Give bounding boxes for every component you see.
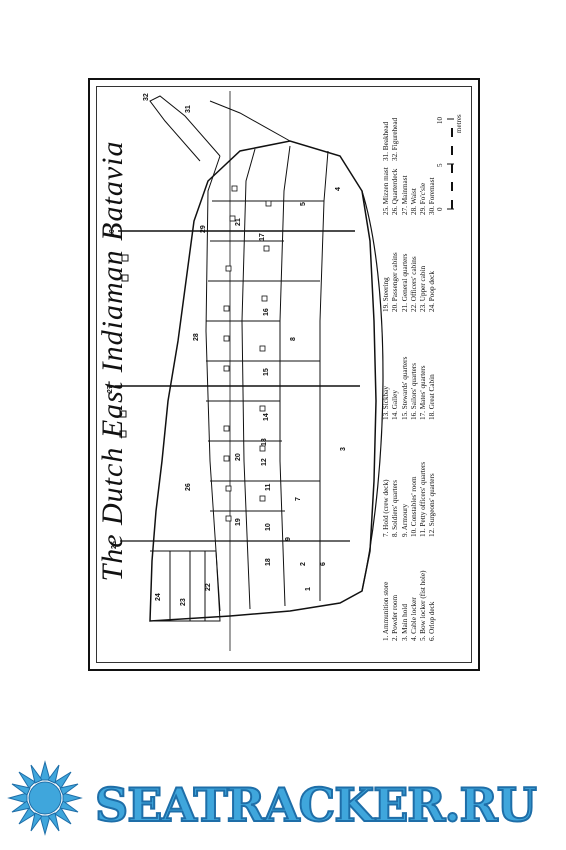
legend-item: 2. Powder room xyxy=(391,594,400,641)
svg-text:21: 21 xyxy=(235,218,242,226)
legend-item: 17. Mates' quarters xyxy=(419,365,428,420)
legend-item: 28. Waist xyxy=(409,188,418,215)
legend-item: 24. Poop deck xyxy=(428,271,437,312)
svg-text:16: 16 xyxy=(263,308,270,316)
svg-text:27: 27 xyxy=(107,385,114,393)
gun-deck xyxy=(241,148,256,610)
stern-castle xyxy=(150,550,221,622)
hull-outline xyxy=(149,140,377,622)
svg-text:31: 31 xyxy=(185,105,192,113)
sun-icon xyxy=(7,760,83,836)
orlop-deck xyxy=(319,150,329,601)
svg-text:22: 22 xyxy=(205,583,212,591)
svg-text:20: 20 xyxy=(235,453,242,461)
logo-text: SEATRACKER.RU xyxy=(94,777,538,833)
scale-unit: metres xyxy=(455,114,463,133)
legend-item: 31. Beakhead xyxy=(382,121,390,161)
svg-text:23: 23 xyxy=(180,598,187,606)
svg-text:3: 3 xyxy=(340,447,347,451)
scale-zero: 0 xyxy=(436,207,444,212)
svg-text:12: 12 xyxy=(261,458,268,466)
legend-item: 19. Steering xyxy=(382,277,390,312)
legend-item: 16. Sailors' quarters xyxy=(409,363,418,420)
legend-item: 23. Upper cabin xyxy=(419,265,428,312)
plate-inner-border xyxy=(96,86,472,663)
legend-item: 27. Mainmast xyxy=(400,175,409,215)
upper-deck xyxy=(205,155,221,612)
svg-text:17: 17 xyxy=(259,233,266,241)
legend-item: 4. Cable locker xyxy=(409,597,418,641)
legend-column-6: 31. Beakhead 32. Figurehead xyxy=(382,118,401,161)
legend-column-3: 13. Sickbay 14. Galley 15. Stewards' qua… xyxy=(382,357,438,420)
legend-item: 10. Constables' room xyxy=(409,476,418,537)
legend-item: 13. Sickbay xyxy=(382,386,390,420)
legend-item: 11. Petty officers' quarters xyxy=(419,461,428,537)
svg-text:14: 14 xyxy=(263,413,270,421)
svg-text:10: 10 xyxy=(265,523,272,531)
svg-text:1: 1 xyxy=(305,587,312,591)
svg-text:11: 11 xyxy=(265,483,272,491)
legend-item: 29. Fo'c'sle xyxy=(419,182,428,215)
ship-cross-section: 1 2 3 4 5 6 7 8 9 10 11 12 13 14 15 16 1… xyxy=(107,91,384,651)
legend-item: 21. General quarters xyxy=(400,253,409,312)
svg-text:25: 25 xyxy=(111,541,118,549)
scale-ten: 10 xyxy=(436,117,444,124)
svg-text:8: 8 xyxy=(290,337,297,341)
svg-text:2: 2 xyxy=(300,562,307,566)
legend-column-4: 19. Steering 20. Passenger cabins 21. Ge… xyxy=(382,252,438,312)
legend-item: 32. Figurehead xyxy=(391,117,400,161)
svg-text:5: 5 xyxy=(300,202,307,206)
legend-item: 22. Officers' cabins xyxy=(409,256,418,312)
svg-text:7: 7 xyxy=(295,497,302,501)
diagram-plate: The Dutch East Indiaman Batavia xyxy=(88,78,480,671)
svg-text:18: 18 xyxy=(265,558,272,566)
rotated-diagram: The Dutch East Indiaman Batavia xyxy=(90,80,470,661)
legend-column-5: 25. Mizzen mast 26. Quarterdeck 27. Main… xyxy=(382,167,438,215)
legend-item: 9. Armoury xyxy=(400,503,409,537)
svg-text:4: 4 xyxy=(335,187,342,191)
legend-item: 7. Hold (crew deck) xyxy=(382,479,390,537)
legend-column-2: 7. Hold (crew deck) 8. Soldiers' quarter… xyxy=(382,462,438,537)
svg-text:30: 30 xyxy=(109,229,116,237)
legend-item: 26. Quarterdeck xyxy=(391,168,400,215)
scale-five: 5 xyxy=(436,163,444,168)
svg-text:9: 9 xyxy=(285,537,292,541)
legend-item: 8. Soldiers' quarters xyxy=(391,480,400,537)
legend-item: 5. Bow locker (fist hole) xyxy=(419,570,428,641)
legend-item: 3. Main hold xyxy=(400,604,409,641)
beakhead xyxy=(149,95,221,162)
legend-item: 6. Orlop deck xyxy=(428,601,437,641)
svg-text:28: 28 xyxy=(193,333,200,341)
legend-item: 14. Galley xyxy=(391,390,400,420)
legend-item: 1. Ammunition store xyxy=(382,581,390,641)
svg-text:13: 13 xyxy=(261,438,268,446)
svg-text:24: 24 xyxy=(155,593,162,601)
legend-item: 25. Mizzen mast xyxy=(382,167,390,215)
svg-text:29: 29 xyxy=(200,225,207,233)
svg-text:32: 32 xyxy=(143,93,150,101)
legend-item: 15. Stewards' quarters xyxy=(400,356,409,420)
svg-text:26: 26 xyxy=(185,483,192,491)
svg-text:15: 15 xyxy=(263,368,270,376)
svg-text:19: 19 xyxy=(235,518,242,526)
scale-bar: 0 5 10 metres xyxy=(436,103,463,213)
legend-column-1: 1. Ammunition store 2. Powder room 3. Ma… xyxy=(382,571,438,641)
legend-item: 20. Passenger cabins xyxy=(391,252,400,312)
legend-item: 18. Great Cabin xyxy=(428,374,437,420)
svg-text:6: 6 xyxy=(320,562,327,566)
site-logo xyxy=(0,758,566,838)
legend-item: 12. Surgeons' quarters xyxy=(428,473,437,537)
